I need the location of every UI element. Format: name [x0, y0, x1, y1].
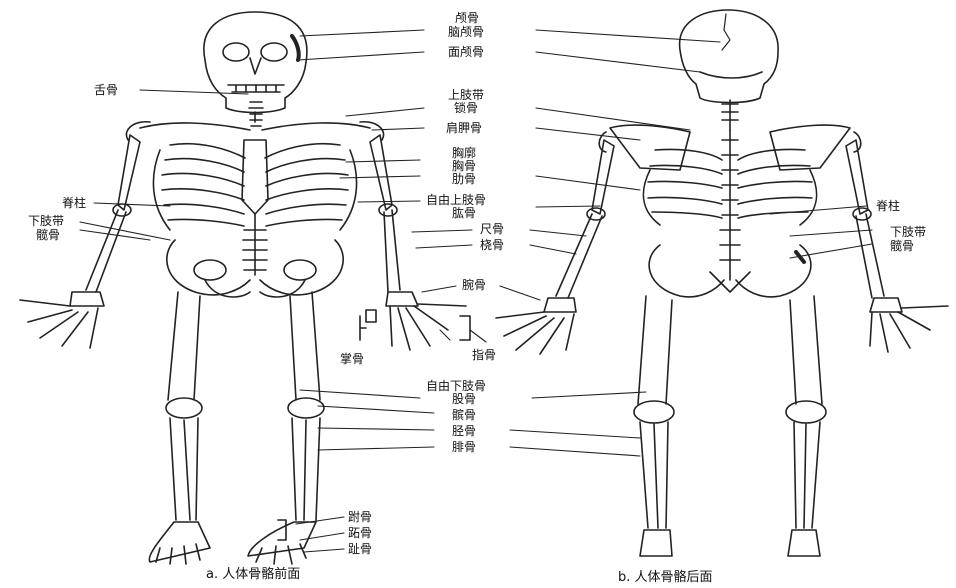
back-skull — [680, 10, 779, 103]
front-feet — [149, 522, 316, 564]
back-arms — [556, 140, 884, 298]
caption-back: b. 人体骨骼后面 — [618, 571, 713, 585]
label-tibia: 胫骨 — [452, 424, 476, 438]
label-tarsal: 跗骨 — [348, 510, 372, 524]
back-feet — [640, 530, 820, 556]
label-face: 面颅骨 — [448, 45, 484, 59]
label-phalanx-foot: 趾骨 — [348, 542, 372, 556]
label-hip-right: 髋骨 — [890, 239, 914, 253]
label-spine-right: 脊柱 — [876, 199, 900, 213]
label-hyoid: 舌骨 — [94, 83, 118, 97]
caption-front: a. 人体骨骼前面 — [206, 568, 300, 582]
label-pelvic-girdle-right: 下肢带 — [890, 225, 926, 239]
back-spine — [720, 130, 740, 280]
label-shoulder-girdle: 上肢带 — [448, 88, 484, 102]
front-spine — [243, 214, 267, 275]
label-clavicle: 锁骨 — [454, 101, 478, 115]
front-skeleton — [20, 12, 470, 564]
front-hands — [20, 292, 466, 350]
back-legs — [634, 296, 826, 528]
label-phalanx-hand: 指骨 — [472, 348, 496, 362]
label-pelvic-girdle-left: 下肢带 — [28, 214, 64, 228]
label-radius: 桡骨 — [480, 238, 504, 252]
label-femur: 股骨 — [452, 392, 476, 406]
front-legs — [166, 292, 324, 520]
label-metatarsal: 跖骨 — [348, 526, 372, 540]
label-thorax: 胸廓 — [452, 146, 476, 160]
front-cervical — [249, 102, 263, 126]
back-hands — [496, 298, 948, 354]
label-scapula: 肩胛骨 — [446, 121, 482, 135]
back-cervical — [722, 100, 738, 130]
label-humerus: 肱骨 — [452, 206, 476, 220]
label-free-lower: 自由下肢骨 — [426, 379, 486, 393]
back-skeleton — [496, 10, 948, 556]
label-metacarpal: 掌骨 — [340, 352, 364, 366]
front-skull — [204, 12, 307, 113]
label-fibula: 腓骨 — [452, 440, 476, 454]
label-rib: 肋骨 — [452, 172, 476, 186]
label-sternum: 胸骨 — [452, 159, 476, 173]
label-skull: 颅骨 — [455, 11, 479, 25]
label-cranium: 脑颅骨 — [448, 25, 484, 39]
label-spine-left: 脊柱 — [62, 196, 86, 210]
label-patella: 髌骨 — [452, 408, 476, 422]
label-hip-left: 髋骨 — [36, 228, 60, 242]
label-carpal: 腕骨 — [462, 278, 486, 292]
label-free-upper: 自由上肢骨 — [426, 193, 486, 207]
label-ulna: 尺骨 — [480, 222, 504, 236]
